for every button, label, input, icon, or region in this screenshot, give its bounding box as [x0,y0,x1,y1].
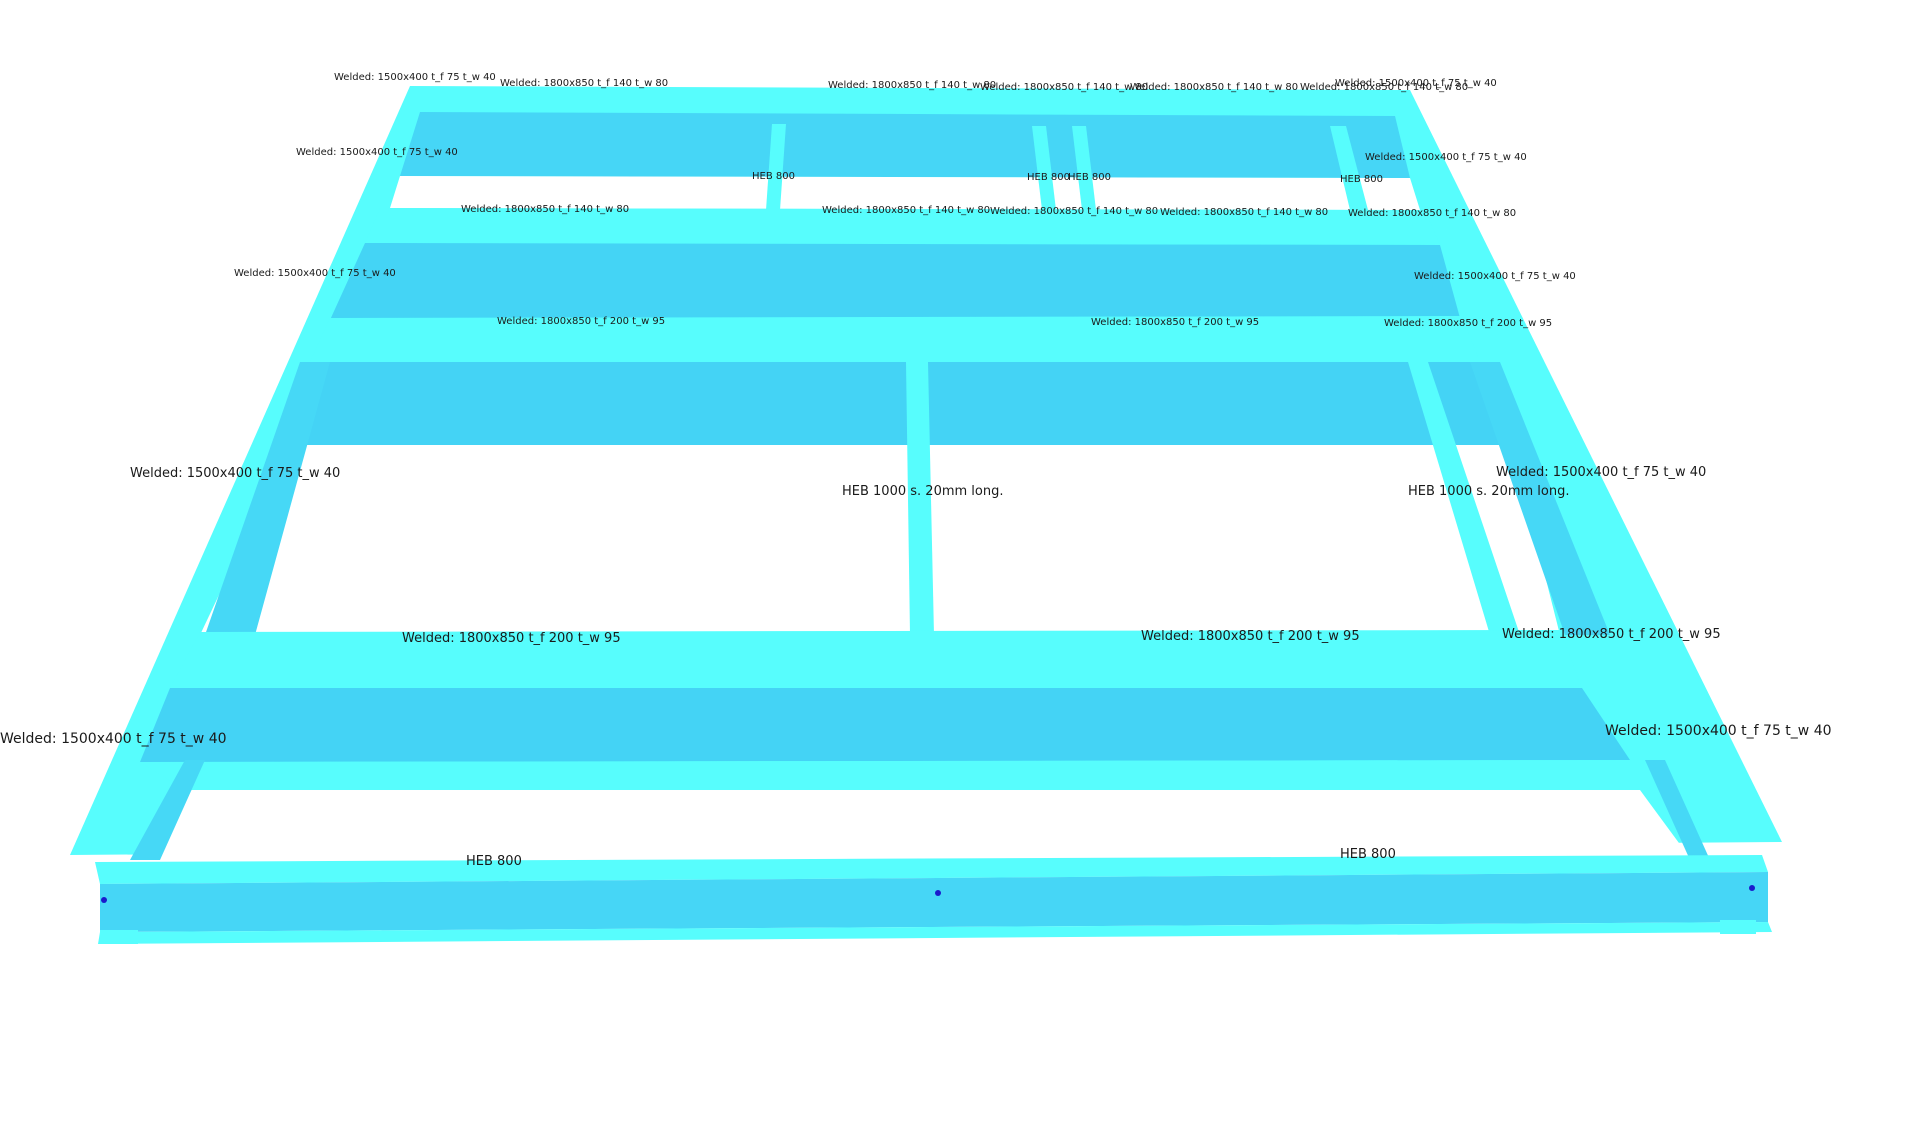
label-heb1000-a: HEB 1000 s. 20mm long. [842,484,1003,499]
label-heb1000-b: HEB 1000 s. 20mm long. [1408,484,1569,499]
side-beam-right-bay3 [1470,362,1610,635]
label-far-row1-e: Welded: 1800x850 t_f 140 t_w 80 [1300,82,1468,93]
label-row8-left: Welded: 1500x400 t_f 75 t_w 40 [0,731,227,747]
label-far-row1-c: Welded: 1800x850 t_f 140 t_w 80 [980,82,1148,93]
label-far-left-corner: Welded: 1500x400 t_f 75 t_w 40 [334,72,496,83]
bay-far-lower-lip [390,176,1420,210]
label-row2-left: Welded: 1500x400 t_f 75 t_w 40 [296,147,458,158]
label-row5-a: Welded: 1800x850 t_f 200 t_w 95 [497,316,665,327]
label-row7-c: Welded: 1800x850 t_f 200 t_w 95 [1502,627,1721,642]
label-row2-right: Welded: 1500x400 t_f 75 t_w 40 [1365,152,1527,163]
label-heb-d: HEB 800 [1340,174,1383,185]
label-row3-b: Welded: 1800x850 t_f 140 t_w 80 [822,205,990,216]
bay-4-lower [140,760,1645,790]
beam-row-7 [170,630,1582,688]
node-front-left[interactable] [101,897,107,903]
bay-4 [140,688,1630,762]
support-pad-right [1720,920,1756,934]
label-far-row1-a: Welded: 1800x850 t_f 140 t_w 80 [500,78,668,89]
label-heb-a: HEB 800 [752,171,795,182]
heb800-post-b [1032,126,1056,210]
bay-4-opening [160,790,1690,858]
label-far-right-corner: Welded: 1500x400 t_f 75 t_w 40 [1335,78,1497,89]
node-front-right[interactable] [1749,885,1755,891]
label-row7-b: Welded: 1800x850 t_f 200 t_w 95 [1141,629,1360,644]
bay-far [400,112,1410,178]
label-row3-c: Welded: 1800x850 t_f 140 t_w 80 [990,206,1158,217]
label-heb-b: HEB 800 [1027,172,1070,183]
label-row8-right: Welded: 1500x400 t_f 75 t_w 40 [1605,723,1832,739]
beam-row-5 [310,316,1480,362]
label-row3-e: Welded: 1800x850 t_f 140 t_w 80 [1348,208,1516,219]
bay-3 [290,362,1512,445]
label-row4-left: Welded: 1500x400 t_f 75 t_w 40 [234,268,396,279]
support-pad-left [100,930,138,944]
heb800-post-a [766,124,786,210]
side-beam-right-bay4 [1645,760,1710,860]
heb800-post-c [1072,126,1096,210]
bay-2 [330,243,1460,320]
node-front-mid[interactable] [935,890,941,896]
side-beam-left-bay3 [205,362,330,635]
label-row5-b: Welded: 1800x850 t_f 200 t_w 95 [1091,317,1259,328]
beam-row-3 [365,208,1440,245]
front-heb-top [95,855,1768,884]
label-row6-right: Welded: 1500x400 t_f 75 t_w 40 [1496,465,1706,480]
label-far-row1-d: Welded: 1800x850 t_f 140 t_w 80 [1130,82,1298,93]
bay-3-opening [200,445,1560,635]
label-front-heb-right: HEB 800 [1340,847,1396,862]
label-row4-right: Welded: 1500x400 t_f 75 t_w 40 [1414,271,1576,282]
side-beam-left-bay4 [130,760,205,860]
label-row7-a: Welded: 1800x850 t_f 200 t_w 95 [402,631,621,646]
label-row5-c: Welded: 1800x850 t_f 200 t_w 95 [1384,318,1552,329]
heb1000-member-b [1408,362,1520,635]
heb1000-member-a [906,362,934,635]
label-row3-d: Welded: 1800x850 t_f 140 t_w 80 [1160,207,1328,218]
label-far-row1-b: Welded: 1800x850 t_f 140 t_w 80 [828,80,996,91]
label-front-heb-left: HEB 800 [466,854,522,869]
front-heb-web [100,872,1768,932]
label-heb-c: HEB 800 [1068,172,1111,183]
heb800-post-d [1330,126,1368,210]
label-row3-a: Welded: 1800x850 t_f 140 t_w 80 [461,204,629,215]
label-row6-left: Welded: 1500x400 t_f 75 t_w 40 [130,466,340,481]
front-heb-bottom [98,922,1772,944]
